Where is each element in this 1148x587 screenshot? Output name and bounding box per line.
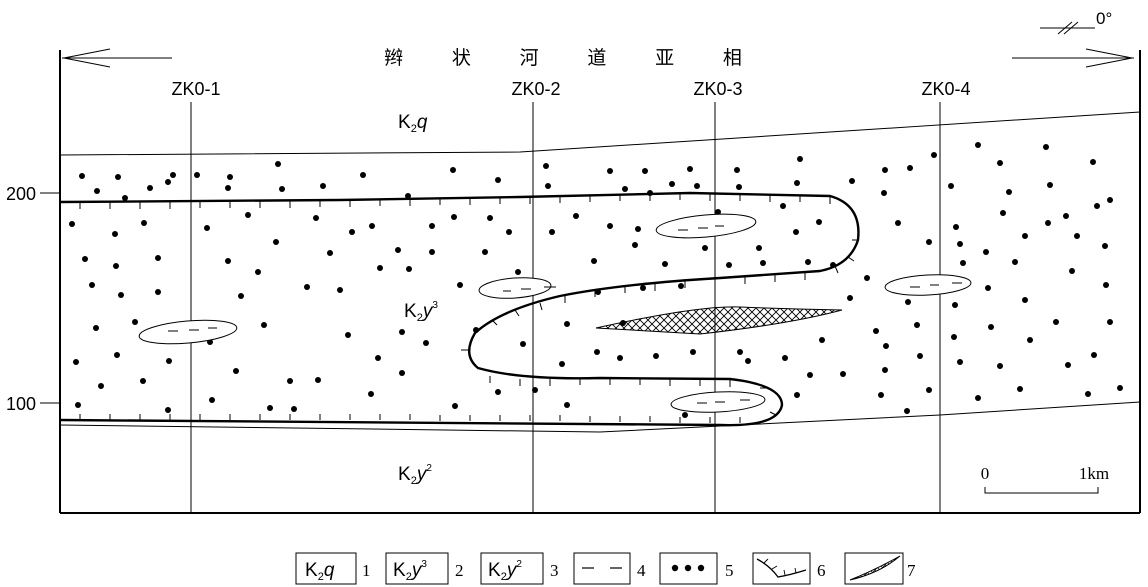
scale-start: 0 (981, 464, 990, 483)
orientation-marker: 0° (1040, 9, 1112, 35)
sand-body-outline (59, 191, 860, 427)
legend-num-5: 5 (725, 561, 734, 580)
borehole-lines (190, 102, 941, 513)
legend-box-6 (752, 552, 811, 585)
unit-label-upper: K2q (398, 112, 428, 135)
upper-boundary (59, 111, 1141, 156)
legend-box-7 (844, 552, 904, 585)
legend-num-7: 7 (907, 561, 916, 580)
legend-box-2 (385, 552, 449, 585)
borehole-label: ZK0-3 (693, 79, 742, 99)
unit-label-middle: K2y3 (404, 300, 438, 324)
legend-box-1 (295, 552, 357, 585)
borehole-label: ZK0-2 (511, 79, 560, 99)
borehole-label: ZK0-1 (171, 79, 220, 99)
unit-label-lower: K2y2 (398, 463, 432, 487)
cross-hatch-lens (595, 306, 843, 335)
sand-dots (69, 142, 1123, 418)
boundary-hachures (79, 193, 859, 423)
y-tick-label: 100 (6, 394, 36, 414)
legend-box-3 (480, 552, 544, 585)
section-title: 辫 状 河 道 亚 相 (384, 47, 764, 69)
legend-num-3: 3 (550, 561, 559, 580)
y-tick-label: 200 (6, 184, 36, 204)
legend-label-3: K2y2 (488, 559, 522, 583)
legend-num-6: 6 (817, 561, 826, 580)
legend-label-1: K2q (305, 560, 335, 583)
legend-num-1: 1 (362, 561, 371, 580)
borehole-label: ZK0-4 (921, 79, 970, 99)
mudstone-lenses (138, 213, 972, 413)
scale-end: 1km (1079, 464, 1109, 483)
scale-bar: 0 1km (981, 464, 1109, 494)
legend-num-4: 4 (637, 561, 646, 580)
legend-num-2: 2 (455, 561, 464, 580)
orientation-label: 0° (1096, 9, 1112, 28)
legend: K2q 1 K2y3 2 K2y2 3 4 5 6 7 (295, 552, 916, 585)
title-arrows (62, 48, 1134, 68)
legend-label-2: K2y3 (393, 559, 427, 583)
lower-boundary (59, 401, 1141, 433)
